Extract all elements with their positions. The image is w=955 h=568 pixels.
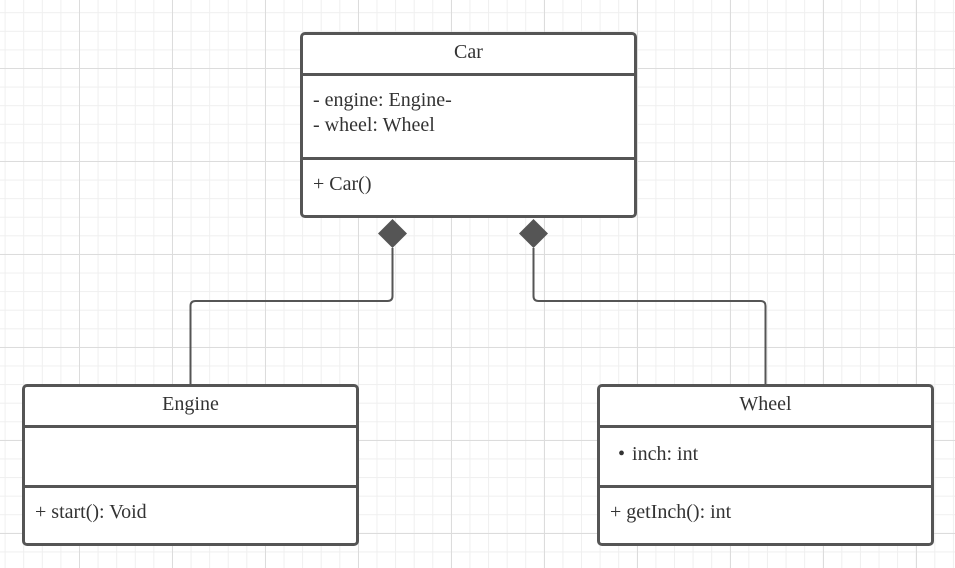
class-car[interactable]: Car - engine: Engine- - wheel: Wheel + C… — [300, 32, 637, 218]
composition-line-car-engine[interactable] — [189, 248, 394, 386]
class-wheel[interactable]: Wheel inch: int + getInch(): int — [597, 384, 934, 546]
attribute: inch: int — [610, 442, 931, 467]
class-engine[interactable]: Engine + start(): Void — [22, 384, 359, 546]
method: + start(): Void — [35, 501, 147, 523]
methods-section: + start(): Void — [25, 488, 356, 525]
attributes-section: - engine: Engine- - wheel: Wheel — [303, 76, 634, 160]
method: + getInch(): int — [610, 501, 732, 523]
composition-diamond-icon — [378, 219, 407, 248]
attributes-section: inch: int — [600, 428, 931, 488]
method: + Car() — [313, 173, 372, 195]
attribute: - engine: Engine- — [313, 89, 452, 111]
composition-line-car-wheel[interactable] — [532, 248, 767, 386]
composition-diamond-icon — [519, 219, 548, 248]
methods-section: + getInch(): int — [600, 488, 931, 525]
class-name: Car — [303, 35, 634, 76]
class-name: Engine — [25, 387, 356, 428]
attributes-section — [25, 428, 356, 488]
class-name: Wheel — [600, 387, 931, 428]
methods-section: + Car() — [303, 160, 634, 197]
attribute: - wheel: Wheel — [313, 114, 435, 136]
